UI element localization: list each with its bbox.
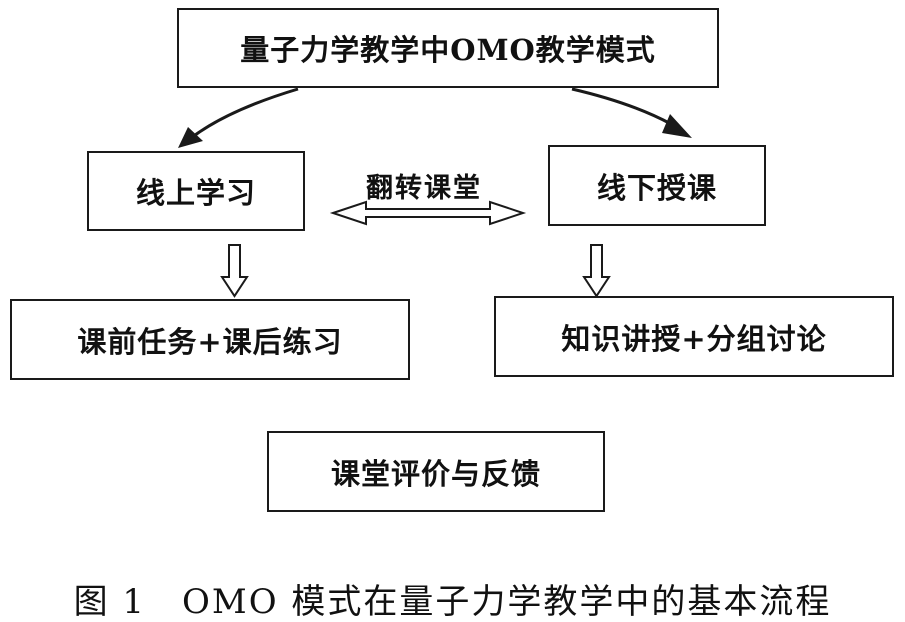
offline-detail-box: 知识讲授+分组讨论	[494, 296, 894, 377]
top-box-omo-model: 量子力学教学中OMO教学模式	[177, 8, 719, 88]
down-arrow-online	[220, 244, 249, 298]
down-arrow-offline	[582, 244, 611, 298]
flipped-classroom-label: 翻转课堂	[366, 173, 482, 204]
arrow-top-to-offline	[571, 87, 672, 126]
online-learning-box: 线上学习	[87, 151, 305, 231]
figure-caption: 图 1 OMO 模式在量子力学教学中的基本流程	[73, 582, 832, 622]
arrow-top-to-offline-head	[662, 114, 692, 138]
evaluation-feedback-box: 课堂评价与反馈	[267, 431, 605, 512]
offline-teaching-box: 线下授课	[548, 145, 766, 226]
flip-double-arrow	[329, 200, 527, 226]
arrow-top-to-online	[190, 87, 299, 140]
online-detail-box: 课前任务+课后练习	[10, 299, 410, 380]
arrow-top-to-online-head	[178, 127, 203, 148]
